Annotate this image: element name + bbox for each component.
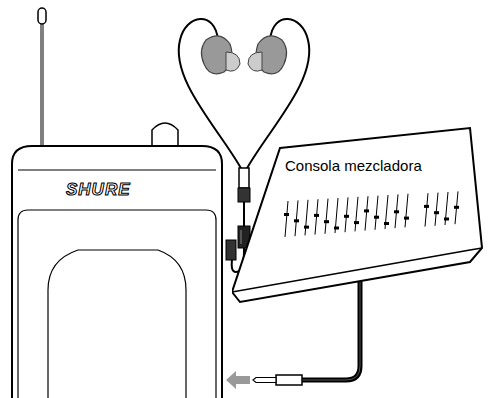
console-label: Consola mezcladora [285, 157, 422, 174]
brand-logo: SHURE [66, 180, 131, 200]
mixing-console-outline [232, 125, 484, 305]
bodypack-receiver: SHURE [8, 140, 226, 398]
bodypack-receiver-outline [8, 140, 226, 398]
mixing-console: Consola mezcladora [232, 125, 484, 305]
